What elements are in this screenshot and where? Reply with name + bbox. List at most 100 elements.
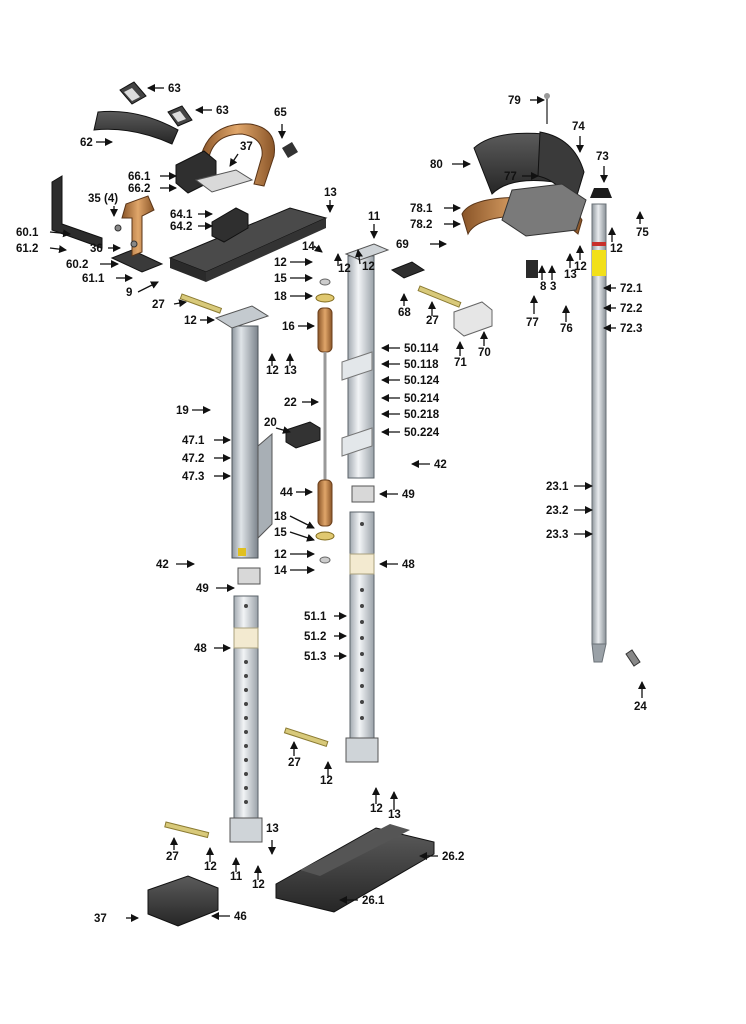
part-number-label: 48 — [194, 643, 207, 655]
callout-41: 22 — [284, 397, 319, 409]
part-number-label: 72.1 — [620, 283, 643, 295]
part-number-label: 13 — [284, 365, 297, 377]
callout-arrow — [49, 245, 67, 254]
part-number-label: 60.2 — [66, 259, 88, 271]
callout-88: 72.3 — [603, 323, 642, 335]
toe-strap-62 — [93, 110, 179, 145]
callout-63: 13 — [388, 791, 401, 821]
callout-45: 47.3 — [182, 471, 231, 483]
callout-arrow — [289, 515, 315, 529]
callout-74: 74 — [572, 121, 585, 153]
callout-86: 72.1 — [603, 283, 643, 295]
sole-26 — [275, 824, 435, 913]
part-number-label: 78.1 — [410, 203, 433, 215]
callout-arrow — [173, 299, 187, 308]
callout-82: 13 — [564, 253, 577, 281]
part-number-label: 42 — [434, 459, 447, 471]
part-number-label: 27 — [152, 299, 165, 311]
callout-16: 27 — [152, 299, 187, 311]
callout-10: 36 — [90, 243, 121, 255]
callout-6: 66.2 — [128, 183, 177, 195]
part-number-label: 12 — [266, 365, 279, 377]
callout-31: 70 — [478, 331, 491, 359]
spring-stack-16-44 — [315, 278, 335, 564]
part-number-label: 12 — [184, 315, 197, 327]
part-number-label: 12 — [320, 775, 333, 787]
callout-arrow — [289, 531, 315, 542]
part-number-label: 79 — [508, 95, 521, 107]
callout-14: 64.2 — [170, 221, 213, 233]
callout-17: 12 — [184, 315, 215, 327]
callout-1: 63 — [195, 105, 229, 117]
callout-91: 23.1 — [546, 481, 593, 493]
callout-87: 72.2 — [603, 303, 642, 315]
callout-26: 12 — [355, 249, 375, 273]
part-number-label: 14 — [274, 565, 287, 577]
pole-72-23 — [591, 203, 641, 667]
part-number-label: 72.2 — [620, 303, 642, 315]
part-number-label: 47.3 — [182, 471, 204, 483]
callout-0: 63 — [147, 83, 181, 95]
part-number-label: 76 — [560, 323, 573, 335]
callout-85: 3 — [548, 265, 556, 293]
part-number-label: 47.1 — [182, 435, 205, 447]
part-number-label: 23.3 — [546, 529, 568, 541]
part-number-label: 71 — [454, 357, 467, 369]
part-number-label: 12 — [362, 261, 375, 273]
callout-80: 75 — [636, 211, 649, 239]
calf-band-37 — [199, 123, 298, 187]
callout-70: 12 — [252, 865, 265, 891]
part-number-label: 60.1 — [16, 227, 39, 239]
part-number-label: 68 — [398, 307, 411, 319]
callout-7: 35 (4) — [88, 193, 118, 217]
callout-2: 62 — [80, 137, 113, 149]
part-number-label: 3 — [550, 281, 556, 293]
callout-68: 11 — [230, 857, 243, 883]
part-number-label: 42 — [156, 559, 169, 571]
part-number-label: 35 (4) — [88, 193, 118, 205]
part-number-label: 50.124 — [404, 375, 440, 387]
callout-76: 73 — [596, 151, 609, 183]
heel-bracket-66 — [175, 150, 254, 194]
part-number-label: 15 — [274, 273, 287, 285]
callout-32: 12 — [266, 353, 279, 377]
callout-54: 14 — [274, 565, 315, 577]
callout-73: 79 — [508, 95, 545, 107]
part-number-label: 61.2 — [16, 243, 38, 255]
part-number-label: 19 — [176, 405, 189, 417]
part-number-label: 8 — [540, 281, 547, 293]
toe-pad-46 — [147, 875, 219, 927]
upper-leg-left-47 — [214, 305, 273, 559]
callout-57: 51.1 — [304, 611, 347, 623]
part-number-label: 18 — [274, 511, 287, 523]
callout-78: 78.1 — [410, 203, 461, 215]
callout-52: 15 — [274, 527, 315, 542]
part-number-label: 27 — [166, 851, 179, 863]
callout-46: 42 — [411, 459, 447, 471]
part-number-label: 49 — [196, 583, 209, 595]
callout-22: 15 — [274, 273, 313, 285]
callout-30: 71 — [454, 341, 467, 369]
callout-27: 69 — [396, 239, 447, 251]
part-number-label: 72.3 — [620, 323, 642, 335]
part-number-label: 50.218 — [404, 409, 440, 421]
part-number-label: 73 — [596, 151, 609, 163]
callout-23: 18 — [274, 291, 313, 303]
callout-12: 61.1 — [82, 273, 133, 285]
part-number-label: 12 — [274, 549, 287, 561]
part-number-label: 27 — [288, 757, 301, 769]
callout-arrow — [49, 229, 71, 238]
callout-89: 77 — [526, 295, 539, 329]
part-number-label: 15 — [274, 527, 287, 539]
callout-25: 11 — [368, 211, 381, 239]
leg-guide-block-49-left — [237, 567, 261, 585]
callout-72: 46 — [211, 911, 247, 923]
part-number-label: 24 — [634, 701, 647, 713]
callout-84: 8 — [538, 265, 547, 293]
part-number-label: 16 — [282, 321, 295, 333]
part-number-label: 50.118 — [404, 359, 439, 371]
callout-62: 12 — [370, 787, 383, 815]
callout-60: 27 — [288, 741, 301, 769]
part-number-label: 62 — [80, 137, 93, 149]
pivot-bracket-68-70 — [390, 261, 493, 337]
